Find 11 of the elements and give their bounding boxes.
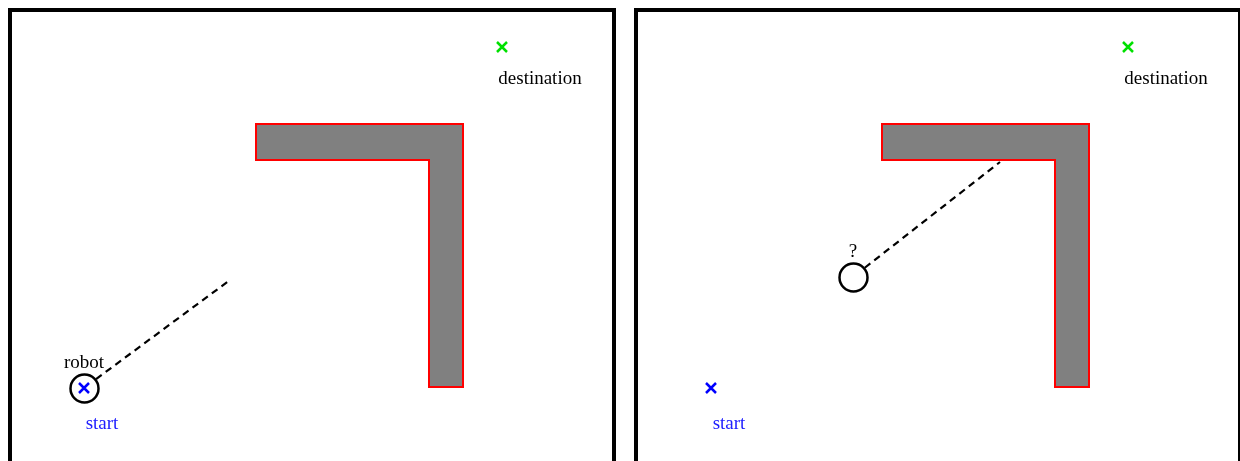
robot-label: robot [63, 352, 105, 372]
l-shaped-obstacle [881, 123, 1090, 388]
start-label: start [712, 413, 746, 433]
panel-frame [8, 8, 616, 461]
l-shaped-obstacle [255, 123, 464, 388]
robot-label: ? [848, 241, 858, 261]
panel-frame [634, 8, 1240, 461]
destination-label: destination [1124, 68, 1208, 88]
destination-label: destination [498, 68, 582, 88]
start-label: start [85, 413, 119, 433]
dashed-sensor-ray [864, 161, 1001, 269]
